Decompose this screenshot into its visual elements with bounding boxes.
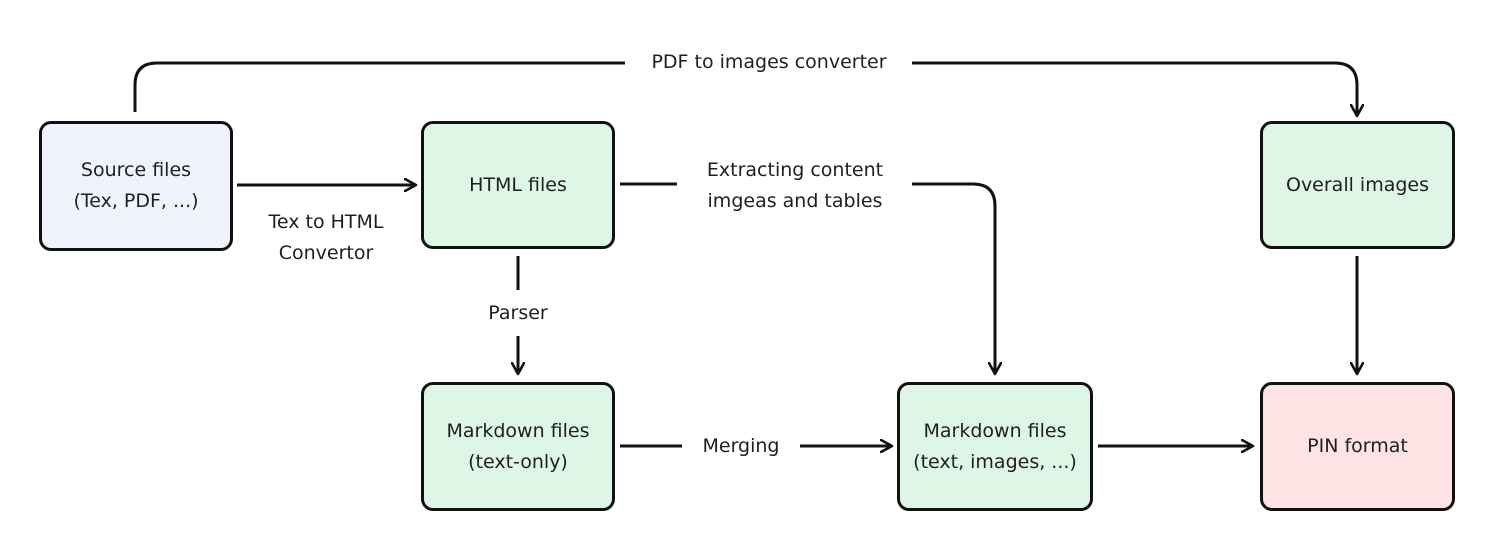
label-extracting-line-1: Extracting content <box>706 159 884 181</box>
node-markdown-text-only-line-2: (text-only) <box>468 450 568 473</box>
label-parser: Parser <box>488 302 548 324</box>
node-pin-format: PIN format <box>1260 382 1455 511</box>
label-merging: Merging <box>702 435 780 457</box>
label-tex-to-html-line-2: Convertor <box>278 242 374 264</box>
label-extracting-line-2: imgeas and tables <box>707 190 883 212</box>
label-tex-to-html-line-1: Tex to HTML <box>268 211 384 233</box>
node-source-files: Source files (Tex, PDF, ...) <box>39 121 233 251</box>
node-overall-images-line-1: Overall images <box>1285 173 1430 196</box>
node-markdown-full: Markdown files (text, images, ...) <box>897 382 1093 511</box>
arrow-html-to-md-full-tail <box>912 182 995 374</box>
node-overall-images: Overall images <box>1260 121 1455 249</box>
node-pin-format-line-1: PIN format <box>1307 435 1408 457</box>
node-markdown-text-only-line-1: Markdown files <box>446 419 590 442</box>
label-tex-to-html-convertor: Tex to HTML Convertor <box>242 207 410 269</box>
node-html-files-line-1: HTML files <box>469 173 567 196</box>
node-markdown-text-only: Markdown files (text-only) <box>421 382 615 511</box>
node-markdown-full-line-1: Markdown files <box>923 419 1067 442</box>
node-markdown-full-line-2: (text, images, ...) <box>913 450 1077 473</box>
label-pdf-to-images-converter: PDF to images converter <box>651 51 887 73</box>
node-html-files: HTML files <box>421 121 615 249</box>
label-extracting-content: Extracting content imgeas and tables <box>682 155 908 217</box>
node-source-files-line-2: (Tex, PDF, ...) <box>73 190 199 212</box>
arrow-source-to-overall-images <box>133 61 625 112</box>
arrow-source-to-overall-images-tail <box>912 61 1357 116</box>
node-source-files-line-1: Source files <box>80 159 192 181</box>
